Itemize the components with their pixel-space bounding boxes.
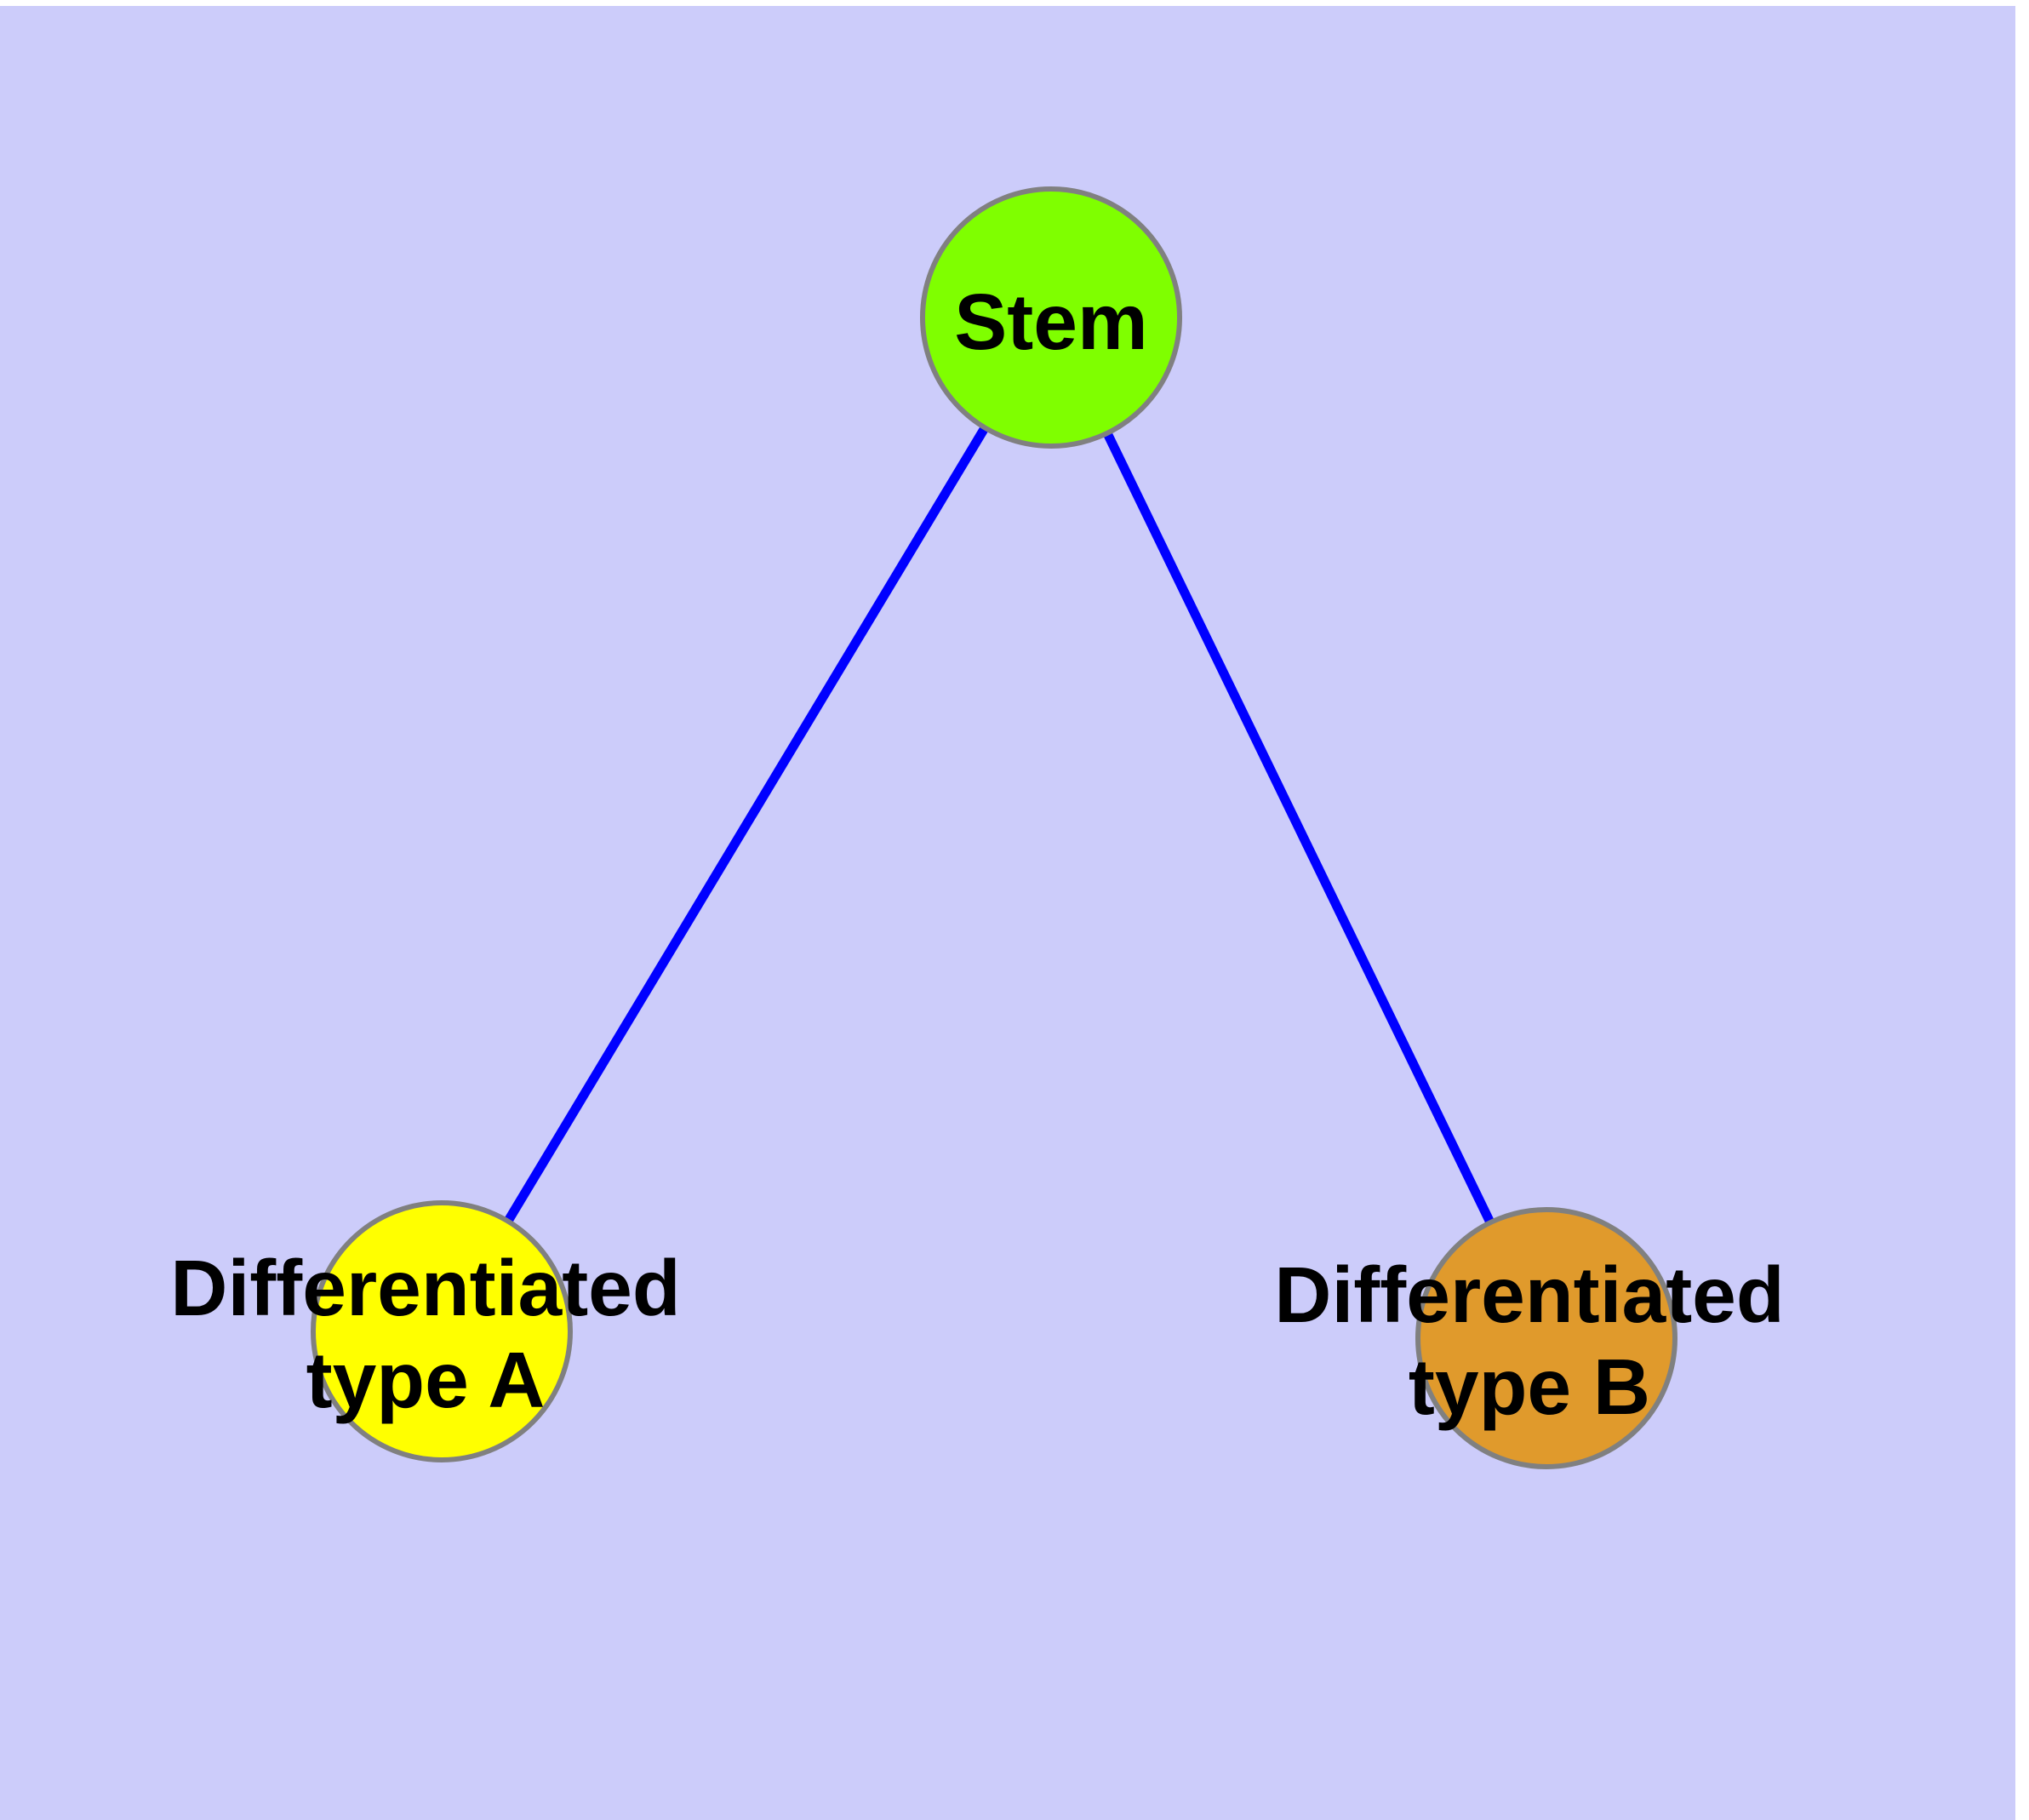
graph-node-diff-b[interactable]	[1415, 1207, 1677, 1469]
graph-node-stem[interactable]	[920, 186, 1182, 449]
nodes-layer	[311, 186, 1677, 1469]
graph-edge-stem-to-diff-a[interactable]	[504, 425, 989, 1224]
node-label-diff-b-line-1: Differentiated	[1274, 1251, 1784, 1339]
graph-node-diff-a[interactable]	[311, 1200, 573, 1462]
node-label-diff-a-line-2: type A	[306, 1336, 546, 1424]
edges-layer	[504, 425, 1495, 1225]
node-label-diff-b-line-2: type B	[1409, 1342, 1650, 1431]
graph-edge-stem-to-diff-b[interactable]	[1102, 431, 1495, 1225]
node-label-diff-a-line-1: Differentiated	[170, 1244, 680, 1332]
node-label-stem: Stem	[954, 278, 1147, 366]
